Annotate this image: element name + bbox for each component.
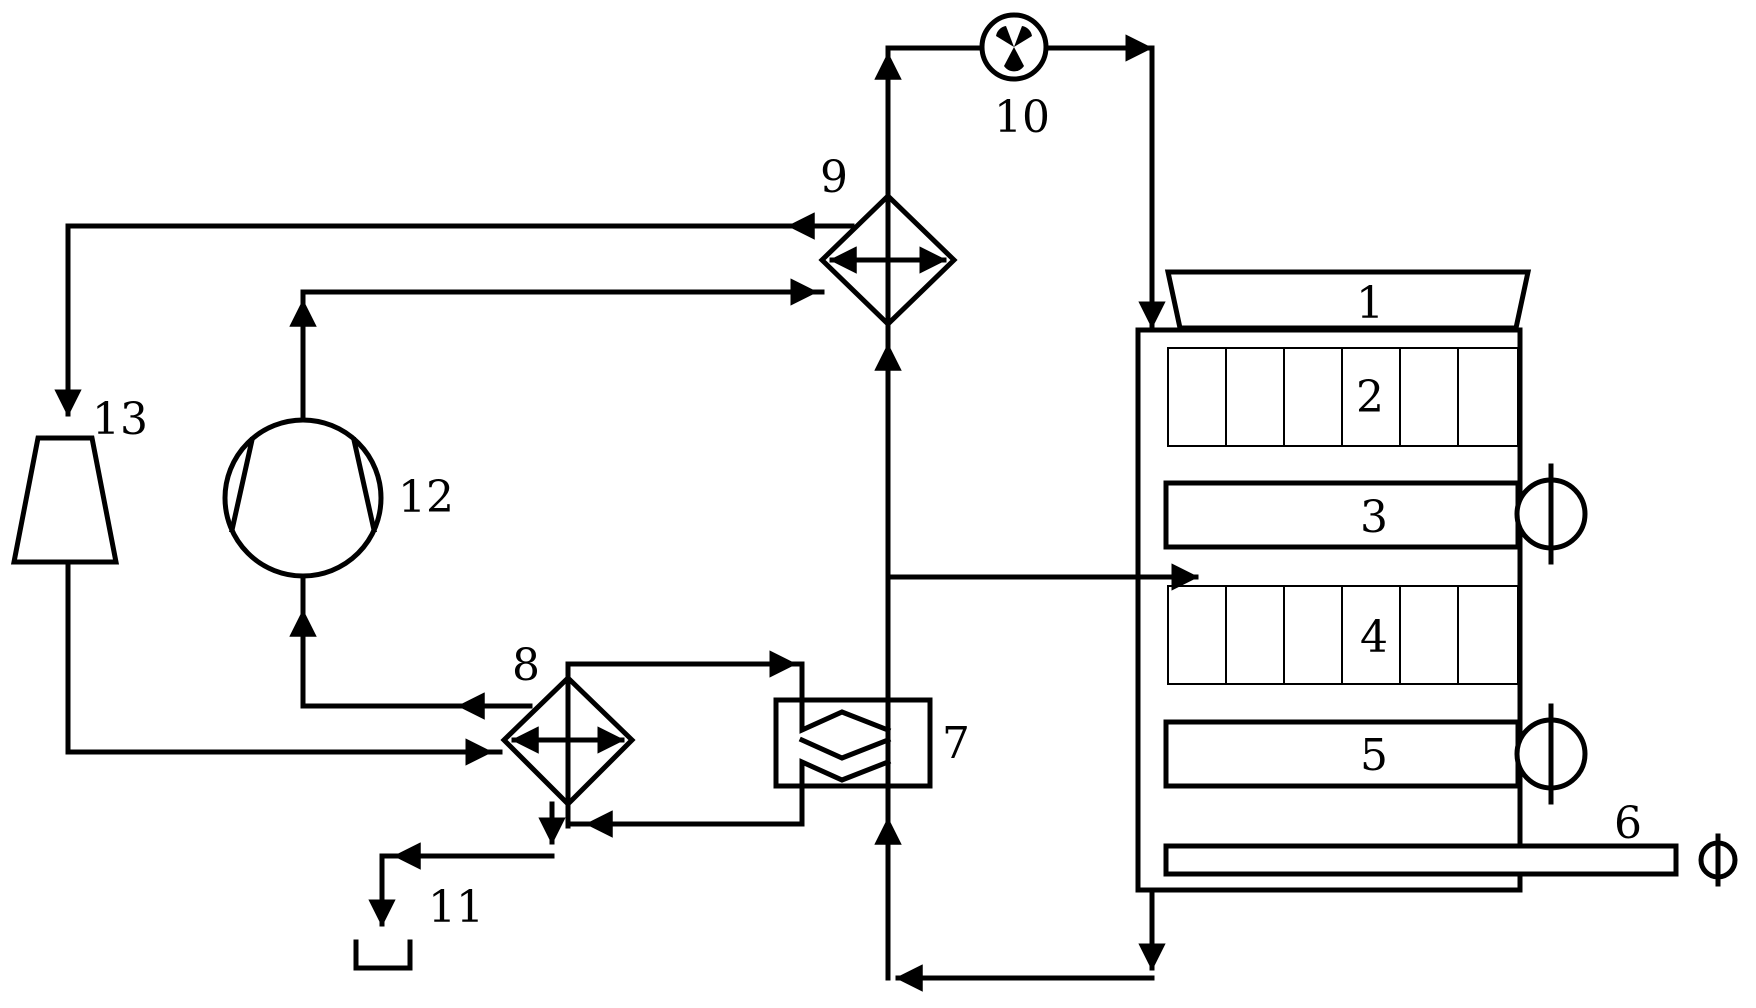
packing-layer-upper — [1167, 347, 1519, 447]
pump-icon-lower — [1514, 703, 1588, 805]
fan-hood — [1164, 269, 1532, 331]
packing-layer-lower — [1167, 585, 1519, 685]
heat-exchanger-upper — [818, 192, 958, 328]
label-13: 13 — [92, 394, 148, 445]
heat-exchanger-lower — [500, 674, 636, 808]
label-1: 1 — [1356, 278, 1384, 329]
basin-pipe — [1163, 843, 1679, 877]
label-2: 2 — [1356, 372, 1384, 423]
label-4: 4 — [1360, 612, 1388, 663]
coil-heat-exchanger — [773, 697, 933, 789]
label-3: 3 — [1360, 492, 1388, 543]
label-11: 11 — [428, 882, 484, 933]
label-7: 7 — [942, 718, 970, 769]
drain-tray — [353, 939, 413, 971]
compressor-icon — [222, 417, 384, 579]
label-9: 9 — [820, 152, 848, 203]
label-5: 5 — [1360, 730, 1388, 781]
refrigerant-lines — [54, 212, 855, 766]
pump-icon-upper — [1514, 463, 1588, 565]
label-12: 12 — [398, 472, 454, 523]
tower-shell — [1135, 327, 1523, 893]
label-10: 10 — [994, 92, 1050, 143]
label-8: 8 — [512, 640, 540, 691]
spray-tray-upper — [1163, 480, 1521, 550]
expansion-device — [10, 435, 120, 565]
tower — [1135, 269, 1738, 893]
label-6: 6 — [1614, 798, 1642, 849]
valve-icon-basin — [1698, 833, 1738, 887]
spray-tray-lower — [1163, 719, 1521, 789]
fan-icon — [979, 12, 1049, 82]
